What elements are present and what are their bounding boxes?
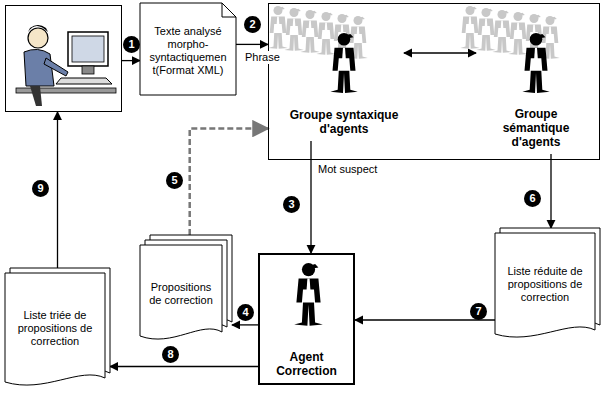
node-label: Propositions de correction <box>146 281 216 307</box>
text-wrap <box>6 6 121 111</box>
flow-arrow <box>550 154 551 228</box>
node-label: Liste triée de propositions de correctio… <box>11 309 99 348</box>
flow-arrow <box>310 141 311 253</box>
callout-number: 7 <box>470 303 487 320</box>
document-shape: Texte analysé morpho- syntactiquemen t(F… <box>140 3 236 95</box>
document-stack: Liste triée de propositions de correctio… <box>5 268 110 386</box>
agent-group: Groupe sémantique d'agents <box>476 31 596 154</box>
node-label: Groupe sémantique d'agents <box>480 107 592 149</box>
node-label: Agent Correction <box>264 350 349 378</box>
callout-number: 5 <box>166 172 183 189</box>
flow-arrow <box>404 52 476 53</box>
callout-number: 9 <box>32 180 49 197</box>
text-wrap: Texte analysé morpho- syntactiquemen t(F… <box>140 3 236 95</box>
agent-group: Groupe syntaxique d'agents <box>284 31 404 141</box>
node-label: Liste réduite de propositions de correct… <box>501 265 589 304</box>
text-wrap: Liste réduite de propositions de correct… <box>495 233 595 338</box>
agent-groups-box: Groupe syntaxique d'agents Groupe sémanti… <box>268 3 600 160</box>
flow-arrow <box>236 44 268 45</box>
flow-arrow <box>232 324 258 325</box>
flow-arrow <box>122 60 140 61</box>
edge-label: Mot suspect <box>316 163 379 176</box>
callout-number: 4 <box>237 304 254 321</box>
callout-number: 6 <box>524 190 541 207</box>
figure-illustration <box>6 6 123 113</box>
callout-number: 1 <box>123 36 140 53</box>
document-stack: Propositions de correction <box>140 235 232 340</box>
agent-box: Agent Correction <box>258 253 355 385</box>
text-wrap: Liste triée de propositions de correctio… <box>5 273 105 386</box>
text-wrap: Groupe syntaxique d'agents <box>284 31 404 141</box>
flow-arrow <box>190 129 268 235</box>
flow-arrow <box>355 319 495 320</box>
text-wrap: Groupe sémantique d'agents <box>476 31 596 154</box>
user-workstation-box <box>5 5 122 112</box>
text-wrap: Agent Correction <box>260 255 353 383</box>
document-stack: Liste réduite de propositions de correct… <box>495 228 600 338</box>
text-wrap: Propositions de correction <box>140 245 222 340</box>
callout-number: 2 <box>244 16 261 33</box>
callout-number: 8 <box>162 346 179 363</box>
callout-number: 3 <box>283 196 300 213</box>
edge-label: Phrase <box>243 51 282 64</box>
flow-arrow <box>110 366 258 367</box>
node-label: Groupe syntaxique d'agents <box>288 108 400 136</box>
node-label: Texte analysé morpho- syntactiquemen t(F… <box>146 25 230 77</box>
flow-arrow <box>57 112 58 268</box>
